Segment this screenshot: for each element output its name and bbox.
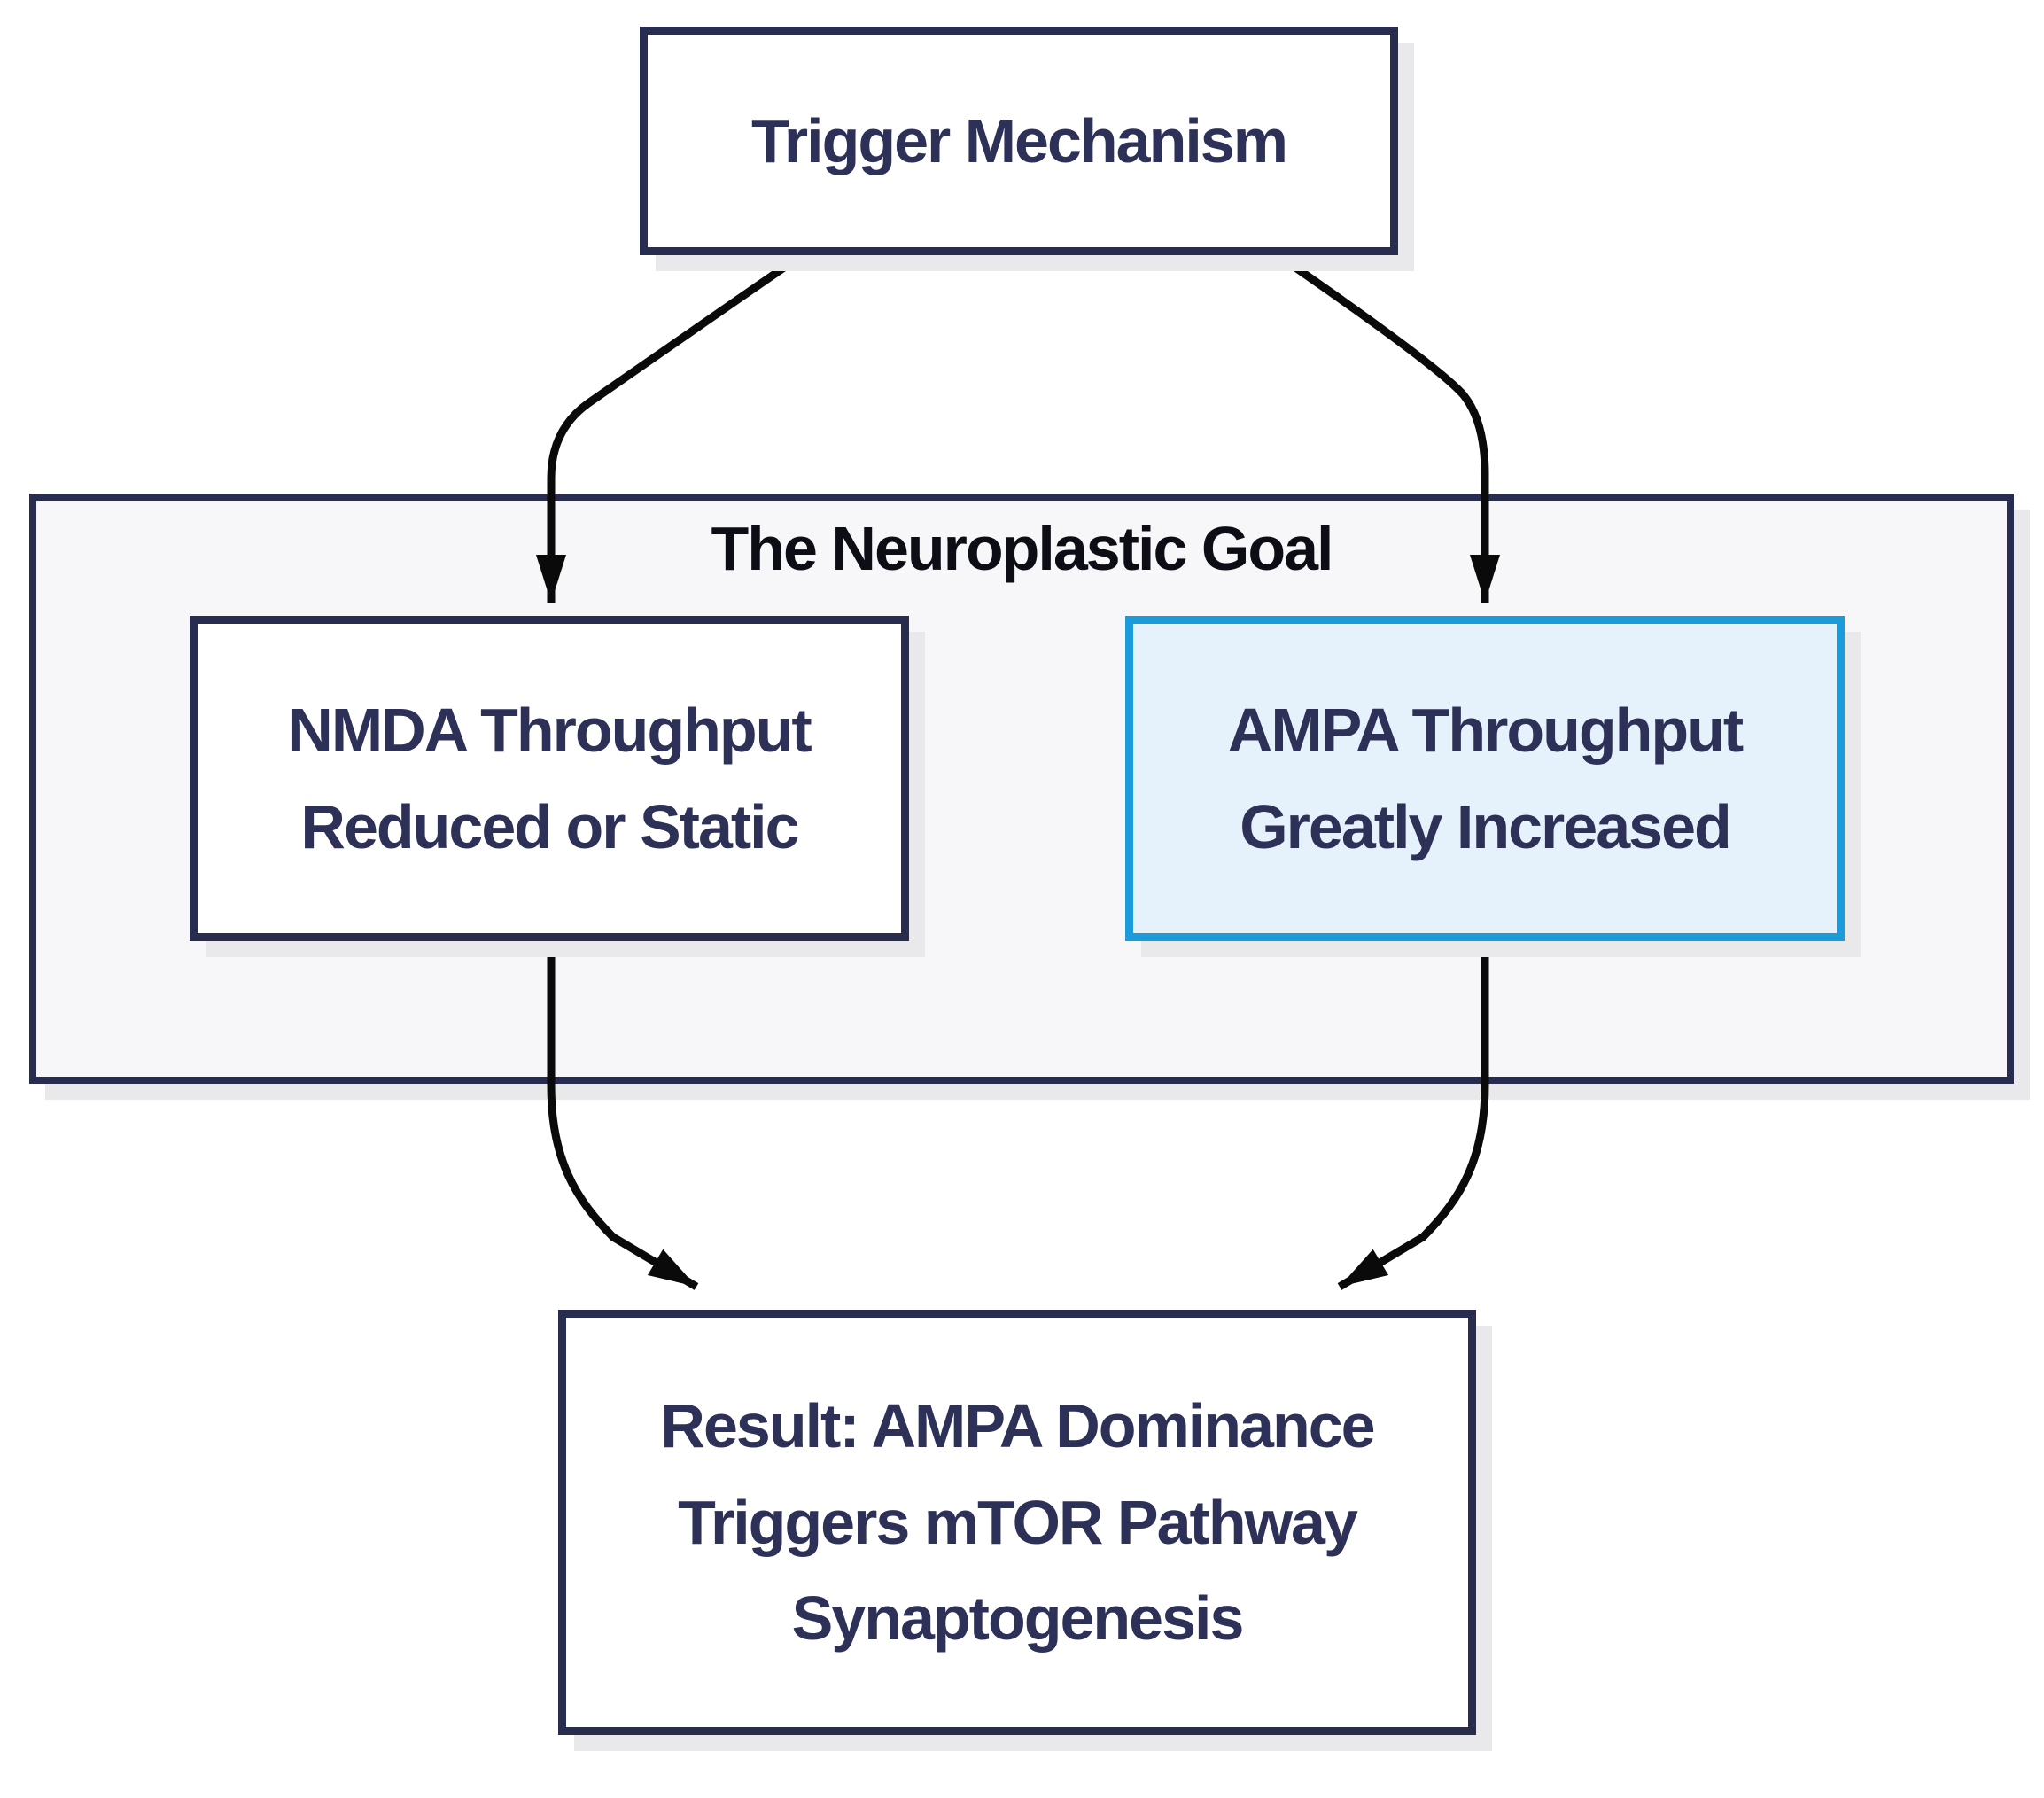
trigger-mechanism-label: Trigger Mechanism xyxy=(751,105,1288,175)
arrow-trigger-to-ampa xyxy=(1275,252,1500,603)
ampa-throughput-node-highlighted: AMPA Throughput Greatly Increased xyxy=(1125,616,1845,941)
ampa-label-line-1: AMPA Throughput xyxy=(1227,696,1744,765)
result-label-line-1: Result: AMPA Dominance xyxy=(660,1391,1375,1461)
result-label-line-2: Triggers mTOR Pathway xyxy=(678,1487,1358,1557)
arrow-trigger-to-nmda xyxy=(536,252,804,603)
neuroplastic-goal-title: The Neuroplastic Goal xyxy=(711,514,1334,583)
trigger-mechanism-node: Trigger Mechanism xyxy=(640,27,1398,255)
nmda-label-line-2: Reduced or Static xyxy=(300,791,799,861)
arrow-ampa-to-result xyxy=(1337,941,1489,1290)
result-label: Result: AMPA Dominance Triggers mTOR Pat… xyxy=(660,1378,1375,1667)
ampa-label-line-2: Greatly Increased xyxy=(1240,791,1732,861)
result-label-line-3: Synaptogenesis xyxy=(791,1584,1245,1654)
nmda-label-line-1: NMDA Throughput xyxy=(288,696,812,765)
result-node: Result: AMPA Dominance Triggers mTOR Pat… xyxy=(558,1310,1476,1735)
ampa-throughput-label: AMPA Throughput Greatly Increased xyxy=(1227,682,1744,875)
nmda-throughput-node: NMDA Throughput Reduced or Static xyxy=(190,616,909,941)
arrow-nmda-to-result xyxy=(547,941,699,1290)
nmda-throughput-label: NMDA Throughput Reduced or Static xyxy=(288,682,812,875)
